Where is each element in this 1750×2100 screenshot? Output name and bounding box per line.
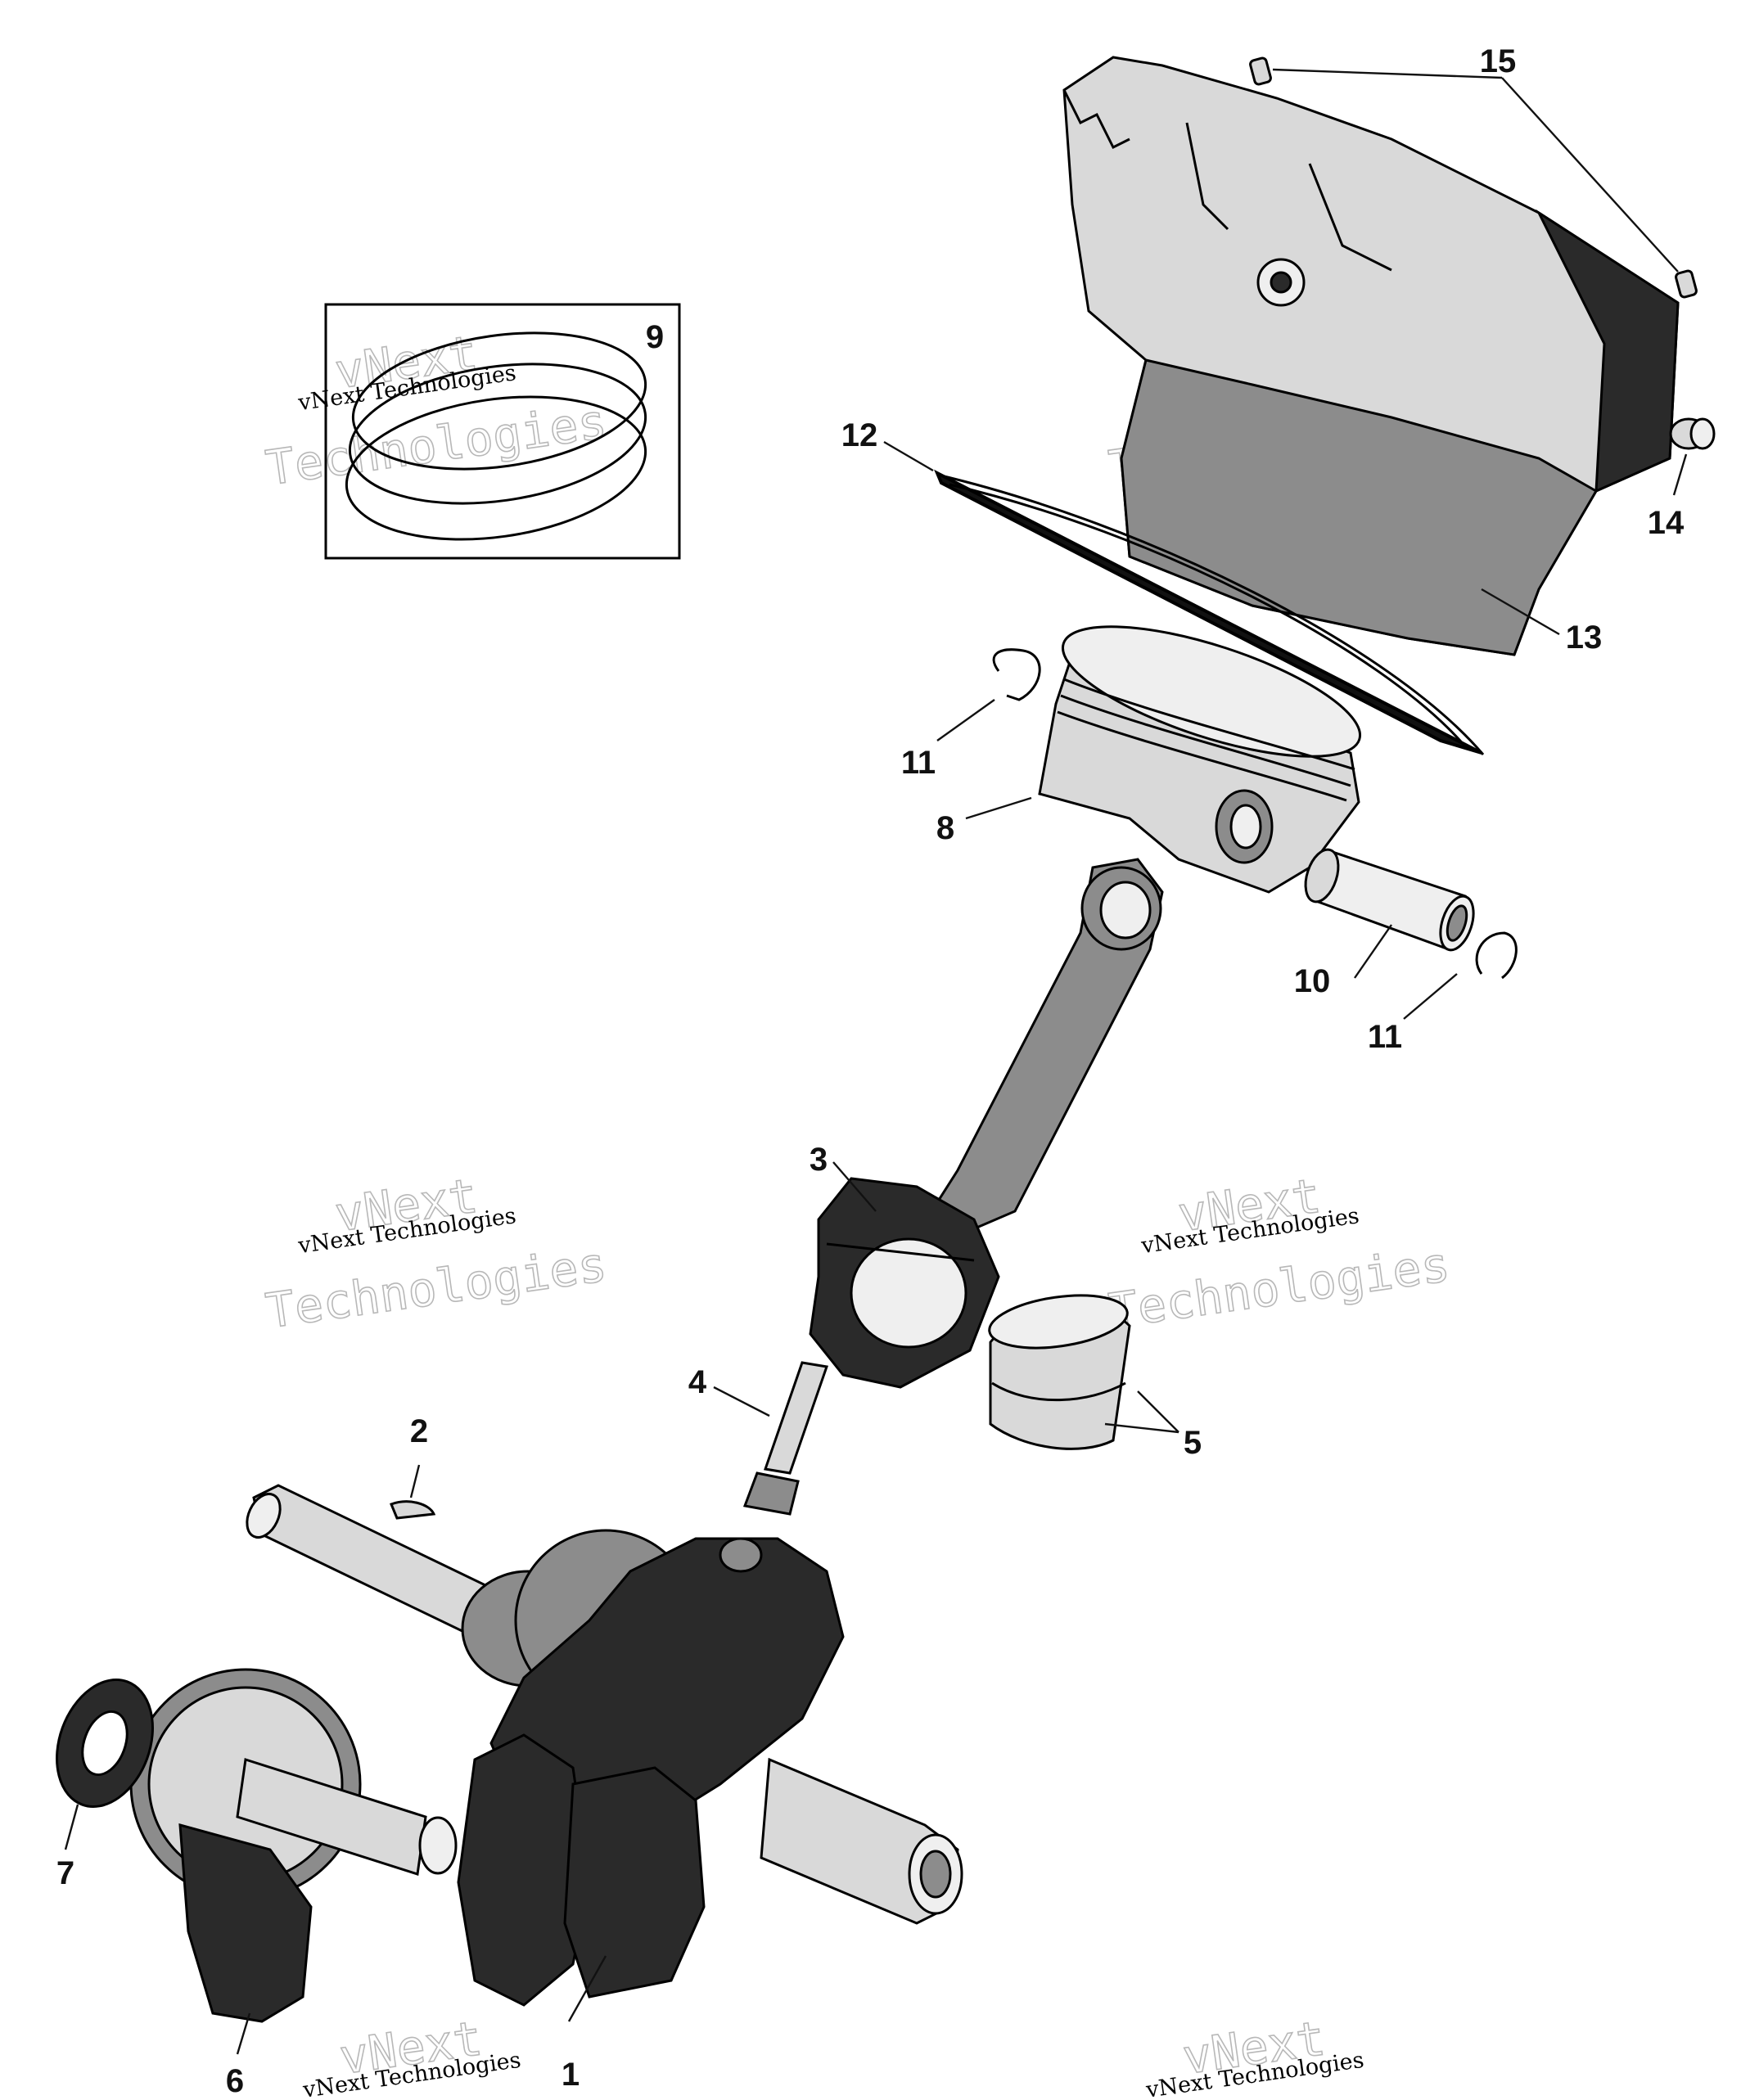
callout-6: 6 (226, 2063, 244, 2099)
dowel-pin[interactable] (1249, 56, 1272, 86)
piston-pin[interactable] (1300, 845, 1480, 954)
thrust-washer[interactable] (40, 1666, 169, 1820)
woodruff-key[interactable] (390, 1500, 436, 1520)
callout-7: 7 (56, 1855, 74, 1891)
callout-labels: 15 9 12 14 13 11 8 10 11 3 4 5 2 7 6 1 (56, 43, 1685, 2099)
conrod-bolt[interactable] (742, 1361, 828, 1516)
callout-11-upper: 11 (901, 745, 936, 781)
callout-13: 13 (1566, 620, 1603, 656)
watermark-group-mid-right: vNext vNext Technologies Technologies (1105, 1167, 1454, 1340)
connecting-rod[interactable] (809, 858, 1164, 1389)
callout-9: 9 (646, 319, 664, 355)
circlip[interactable] (1475, 931, 1518, 980)
watermark-group-mid-left: vNext vNext Technologies Technologies (262, 1167, 611, 1340)
callout-5: 5 (1184, 1425, 1202, 1461)
callout-15: 15 (1480, 43, 1517, 79)
callout-3: 3 (810, 1142, 828, 1178)
circlip[interactable] (992, 648, 1041, 701)
callout-1: 1 (562, 2057, 580, 2093)
plug[interactable] (1669, 417, 1716, 450)
leader-lines (64, 68, 1688, 2055)
dowel-pin[interactable] (1675, 269, 1698, 299)
crankshaft[interactable] (241, 1484, 963, 2007)
conrod-bearing[interactable] (986, 1287, 1131, 1450)
balance-shaft[interactable] (129, 1668, 458, 2023)
cylinder-base-gasket[interactable] (934, 469, 1485, 755)
watermark-group-bottom-right: vNext vNext Technologies (1143, 2010, 1365, 2100)
watermark-group-bottom-left: vNext vNext Technologies (300, 2010, 522, 2100)
callout-14: 14 (1648, 505, 1685, 541)
callout-2: 2 (410, 1413, 428, 1449)
piston[interactable] (1038, 600, 1373, 894)
callout-11-lower: 11 (1368, 1019, 1402, 1055)
piston-ring-set[interactable] (324, 303, 681, 560)
callout-4: 4 (688, 1364, 707, 1400)
callout-12: 12 (841, 417, 878, 453)
callout-8: 8 (936, 810, 954, 846)
callout-10: 10 (1294, 963, 1331, 999)
ring-set-frame (324, 303, 681, 560)
cylinder[interactable] (1062, 56, 1680, 656)
